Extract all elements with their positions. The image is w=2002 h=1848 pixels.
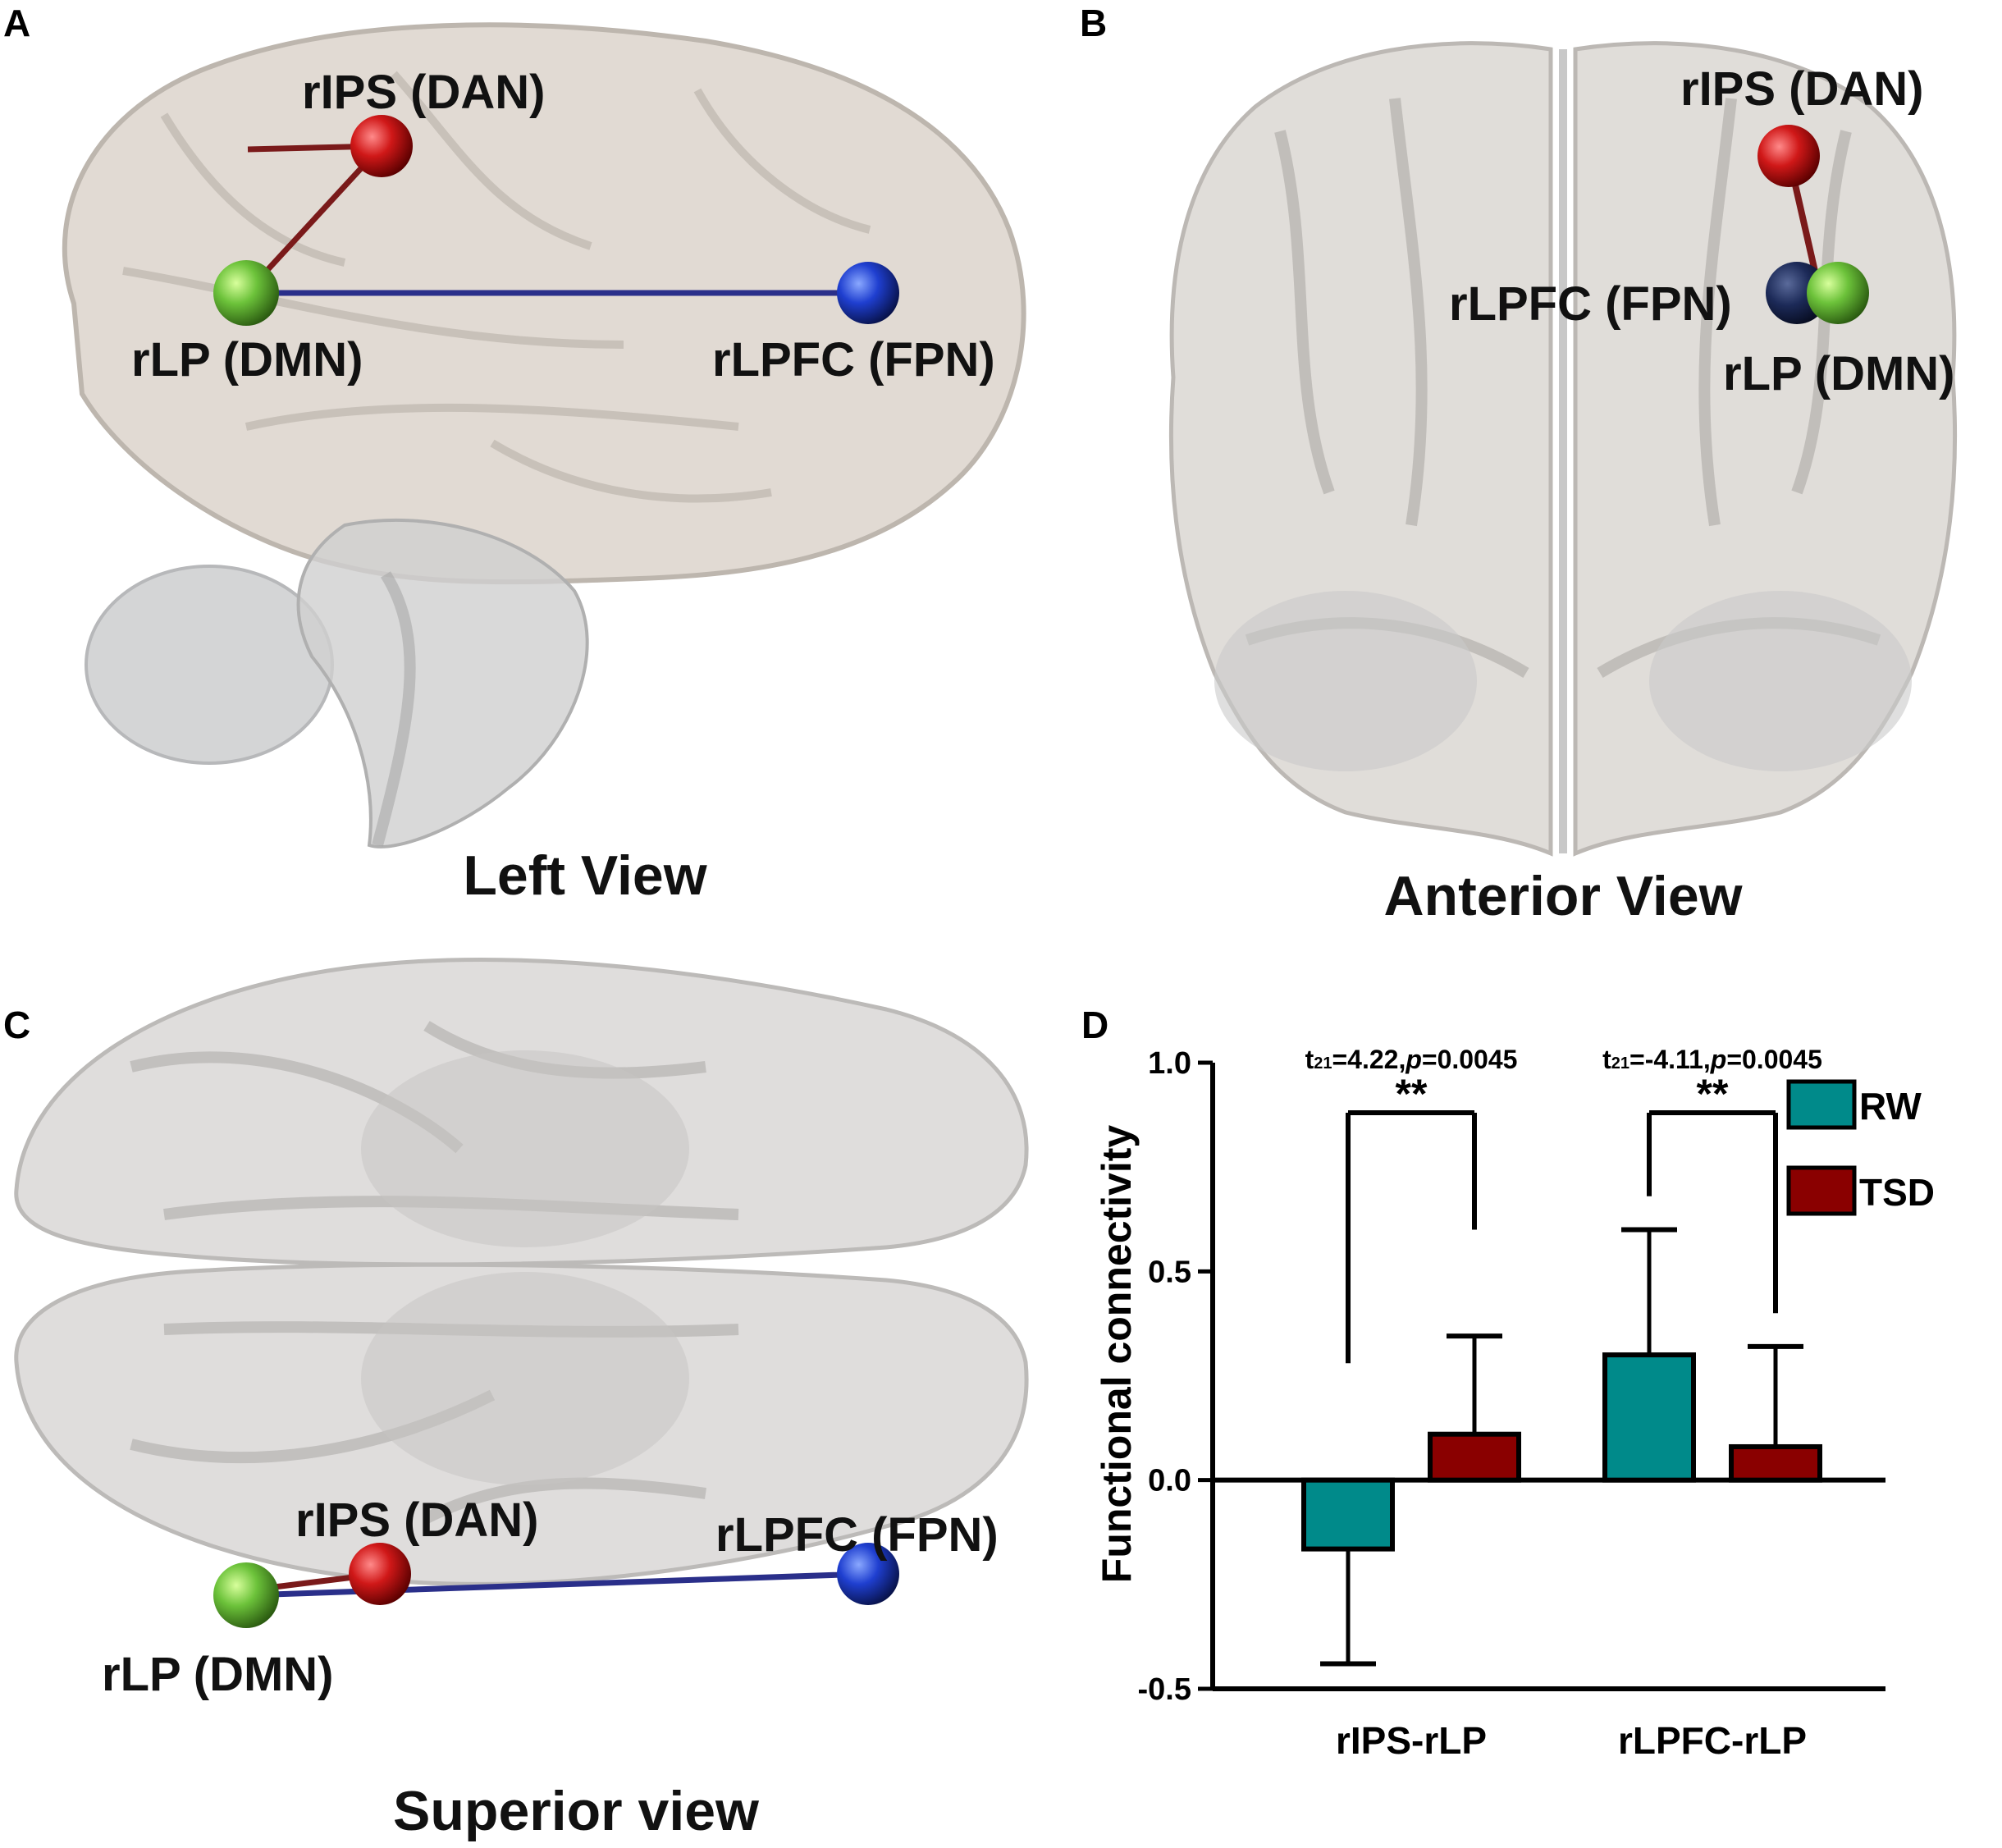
view-title-b: Anterior View — [1383, 865, 1743, 927]
bar-tsd — [1428, 1431, 1521, 1483]
panel-a: A rIPS (DAN) rLP (DMN) rLPFC (FPN) Left … — [3, 2, 1026, 907]
stat-annotation: t21=-4.11,p=0.0045 — [1602, 1045, 1822, 1074]
node-label-lpfc-c: rLPFC (FPN) — [715, 1508, 999, 1562]
panel-letter-b: B — [1080, 2, 1107, 44]
significance-stars: ** — [1697, 1071, 1729, 1117]
y-tick-label: 1.0 — [1148, 1046, 1191, 1081]
node-lp-c — [213, 1562, 279, 1628]
y-tick-label: 0.5 — [1148, 1255, 1191, 1289]
stat-part: p — [1405, 1045, 1422, 1074]
y-axis-title: Functional connectivity — [1094, 1125, 1140, 1584]
edge-lp-lpfc-c — [247, 1571, 866, 1599]
legend-swatch-tsd — [1786, 1165, 1857, 1216]
node-label-lp-b: rLP (DMN) — [1723, 347, 1954, 400]
bar-rw — [1301, 1477, 1395, 1552]
node-label-ips-a: rIPS (DAN) — [302, 66, 545, 119]
stat-annotation: t21=4.22,p=0.0045 — [1305, 1045, 1518, 1074]
legend-label-rw: RW — [1859, 1085, 1922, 1128]
node-lpfc-a — [837, 262, 899, 324]
node-ips-a — [350, 115, 413, 177]
brain-left-view — [62, 22, 1026, 849]
panel-letter-a: A — [3, 2, 30, 44]
node-label-lp-c: rLP (DMN) — [102, 1648, 333, 1701]
panel-c: C rIPS (DAN) rLP (DMN) rLPFC (FPN) Super… — [3, 958, 1029, 1842]
stat-part: =0.0045 — [1726, 1045, 1822, 1074]
node-label-ips-c: rIPS (DAN) — [295, 1493, 538, 1547]
view-title-c: Superior view — [393, 1780, 760, 1842]
node-ips-c — [349, 1543, 411, 1605]
stat-part: p — [1710, 1045, 1727, 1074]
legend-label-tsd: TSD — [1859, 1171, 1935, 1214]
brain-superior-view — [14, 958, 1029, 1586]
view-title-a: Left View — [463, 844, 707, 907]
stat-part: t — [1305, 1045, 1314, 1074]
stat-part: t — [1602, 1045, 1611, 1074]
category-label: rIPS-rLP — [1336, 1719, 1487, 1762]
node-label-lpfc-b: rLPFC (FPN) — [1449, 277, 1732, 331]
bar-rw — [1602, 1352, 1696, 1483]
stat-part: =4.22, — [1332, 1045, 1406, 1074]
stat-part: 21 — [1611, 1054, 1629, 1073]
node-label-lp-a: rLP (DMN) — [131, 333, 363, 387]
edge-lp-ips-a — [245, 144, 384, 294]
stat-part: =-4.11, — [1629, 1045, 1711, 1074]
legend-swatch-rw — [1786, 1079, 1857, 1130]
panel-letter-c: C — [3, 1004, 30, 1046]
node-lpfc-c — [837, 1543, 899, 1605]
node-ips-b — [1757, 125, 1820, 187]
stat-part: =0.0045 — [1422, 1045, 1518, 1074]
significance-stars: ** — [1396, 1071, 1428, 1117]
panel-b: B rIPS (DAN) rLPFC (FPN) rLP (DMN) Anter… — [1080, 2, 1958, 927]
node-label-ips-b: rIPS (DAN) — [1680, 62, 1923, 116]
category-label: rLPFC-rLP — [1618, 1719, 1807, 1762]
bar-tsd — [1729, 1443, 1822, 1483]
node-lp-b — [1807, 262, 1869, 324]
y-tick-label: -0.5 — [1138, 1672, 1191, 1707]
brain-anterior-view — [1168, 41, 1958, 857]
y-tick-label: 0.0 — [1148, 1464, 1191, 1498]
node-lp-a — [213, 260, 279, 326]
node-label-lpfc-a: rLPFC (FPN) — [712, 333, 995, 387]
stat-part: 21 — [1314, 1054, 1332, 1073]
panel-letter-d: D — [1081, 1004, 1108, 1046]
